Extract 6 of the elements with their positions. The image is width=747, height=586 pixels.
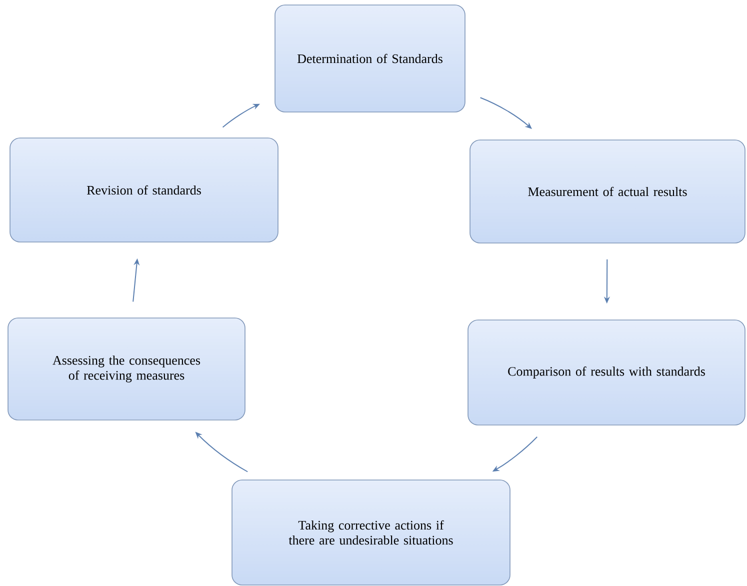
process-box: Taking corrective actions if there are undesirable situations bbox=[232, 480, 510, 586]
process-box: Measurement of actual results bbox=[470, 140, 746, 244]
process-box: Comparison of results with standards bbox=[468, 320, 746, 426]
process-box: Revision of standards bbox=[10, 138, 278, 242]
process-box: Determination of Standards bbox=[274, 4, 466, 112]
process-box: Assessing the consequences of receiving measures bbox=[8, 318, 246, 420]
